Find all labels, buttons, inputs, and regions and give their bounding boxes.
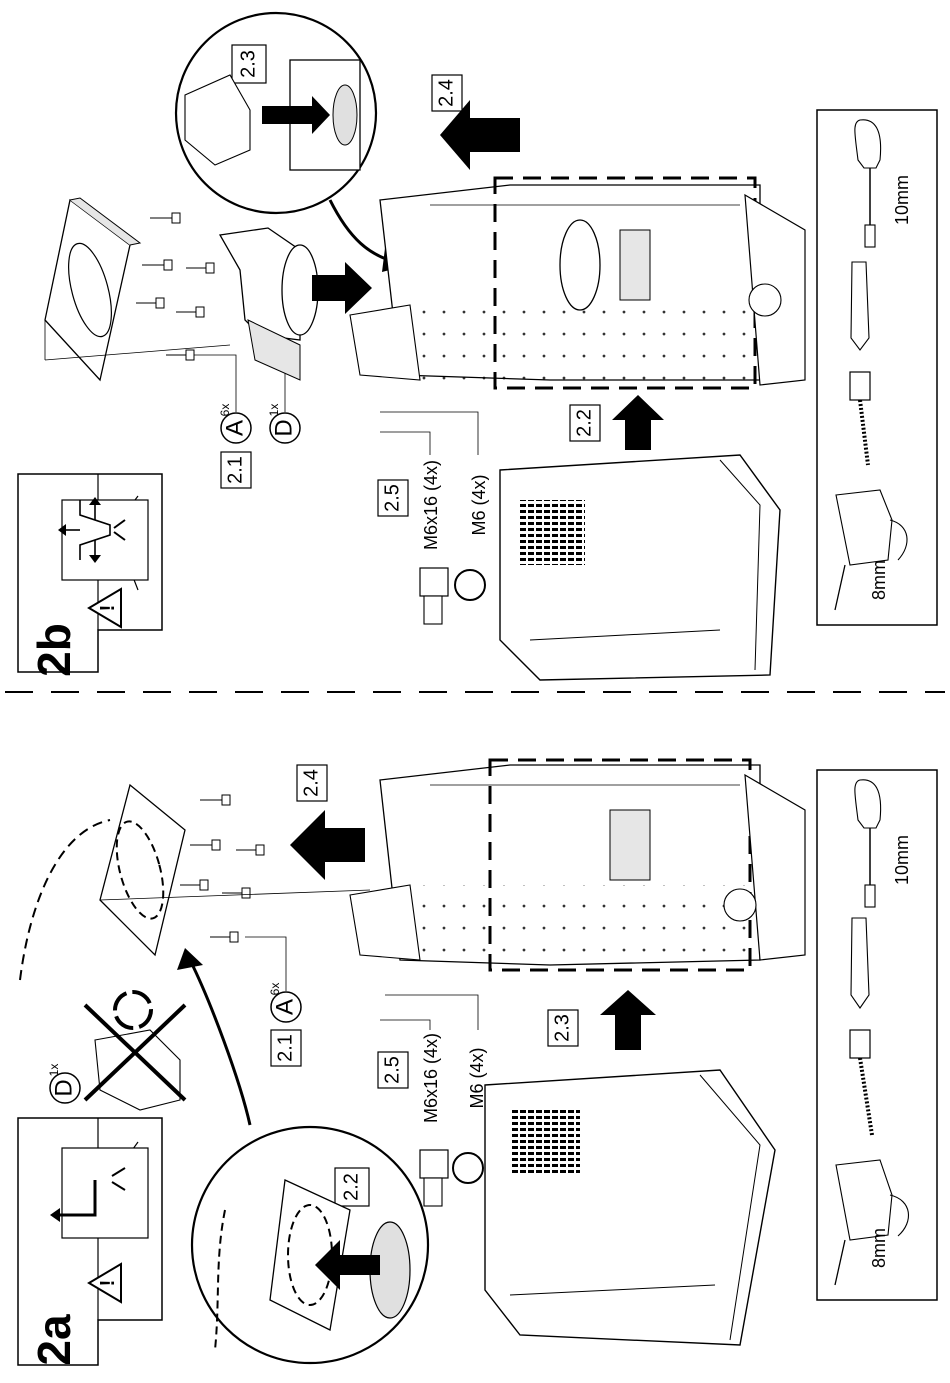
svg-text:D: D bbox=[270, 419, 297, 436]
hood-chassis bbox=[350, 178, 805, 388]
recirculation-mode-icon bbox=[50, 1142, 148, 1238]
svg-text:!: ! bbox=[97, 1280, 119, 1287]
bolt-spec: M6x16 (4x) bbox=[421, 460, 441, 550]
svg-text:10mm: 10mm bbox=[892, 835, 912, 885]
step-2-1: 2.1 bbox=[221, 452, 251, 488]
svg-text:2.3: 2.3 bbox=[237, 50, 259, 78]
svg-text:2.4: 2.4 bbox=[300, 769, 322, 797]
hood-chassis bbox=[350, 760, 805, 970]
svg-text:2.2: 2.2 bbox=[340, 1173, 362, 1201]
svg-text:A: A bbox=[271, 999, 298, 1015]
svg-text:10mm: 10mm bbox=[892, 175, 912, 225]
tools-box-2a: 10mm 8mm bbox=[817, 770, 937, 1300]
ducting-mode-icon bbox=[58, 496, 148, 590]
svg-text:6x: 6x bbox=[268, 983, 282, 996]
bolt-spec: M6x16 (4x) bbox=[421, 1033, 441, 1123]
step-2-1: 2.1 bbox=[271, 1030, 301, 1066]
svg-text:2.3: 2.3 bbox=[551, 1014, 573, 1042]
svg-text:2.1: 2.1 bbox=[274, 1034, 296, 1062]
pencil-icon bbox=[851, 918, 869, 1008]
panel-2a-id: 2a bbox=[28, 1314, 80, 1366]
svg-text:!: ! bbox=[97, 605, 119, 612]
filter-cover bbox=[500, 455, 780, 680]
svg-text:A: A bbox=[221, 420, 248, 436]
svg-text:1x: 1x bbox=[47, 1064, 61, 1077]
washer-icon bbox=[455, 570, 485, 600]
svg-text:6x: 6x bbox=[218, 404, 232, 417]
svg-text:8mm: 8mm bbox=[869, 560, 889, 600]
filter-cover bbox=[485, 1070, 775, 1345]
svg-text:2.2: 2.2 bbox=[573, 409, 595, 437]
svg-text:D: D bbox=[50, 1079, 77, 1096]
svg-text:2.5: 2.5 bbox=[381, 484, 403, 512]
panel-2b-id: 2b bbox=[28, 623, 80, 677]
washer-spec: M6 (4x) bbox=[469, 474, 489, 535]
pencil-icon bbox=[851, 262, 869, 350]
svg-text:2.5: 2.5 bbox=[381, 1056, 403, 1084]
washer-spec: M6 (4x) bbox=[467, 1047, 487, 1108]
svg-text:1x: 1x bbox=[267, 404, 281, 417]
svg-text:2.4: 2.4 bbox=[435, 79, 457, 107]
svg-text:8mm: 8mm bbox=[869, 1228, 889, 1268]
tools-box-2b: 10mm 8mm bbox=[817, 110, 937, 625]
washer-icon bbox=[453, 1153, 483, 1183]
svg-text:2.1: 2.1 bbox=[224, 456, 246, 484]
